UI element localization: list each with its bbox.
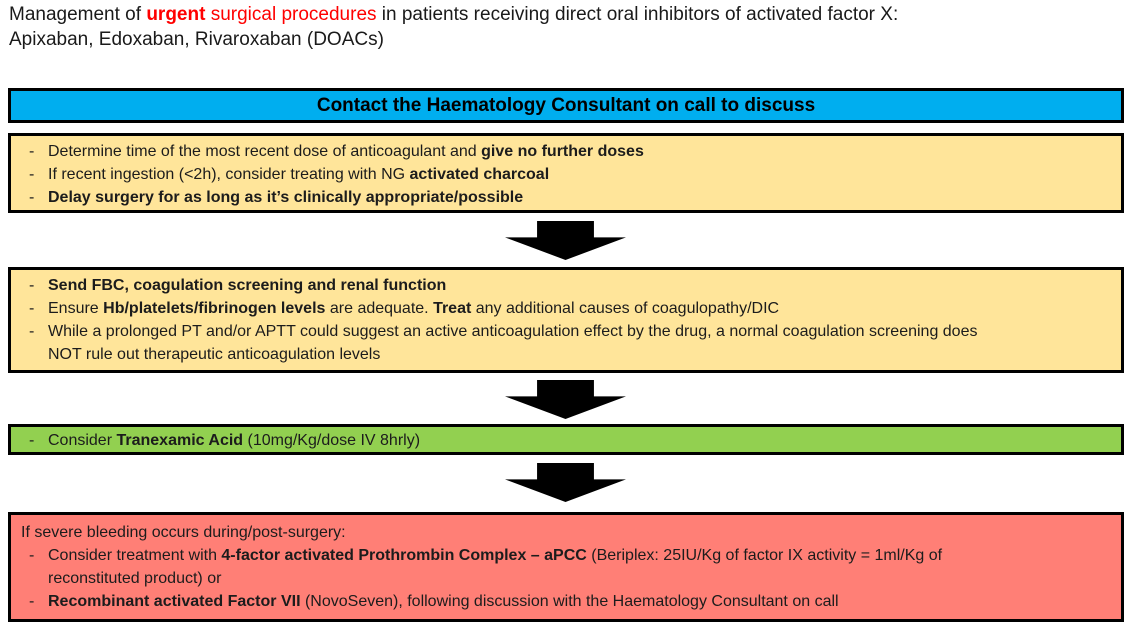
bullet-dash: - xyxy=(29,300,35,317)
list-item-text: Send FBC, coagulation screening and rena… xyxy=(48,277,447,294)
list-item-text: If recent ingestion (<2h), consider trea… xyxy=(48,166,550,183)
list-item: - Consider Tranexamic Acid (10mg/Kg/dose… xyxy=(19,429,1113,452)
list-item-text: Consider Tranexamic Acid (10mg/Kg/dose I… xyxy=(48,432,421,449)
list-item-text: While a prolonged PT and/or APTT could s… xyxy=(48,323,978,363)
page-title-line-1: Management of urgent surgical procedures… xyxy=(9,4,899,25)
list-item-text: Consider treatment with 4-factor activat… xyxy=(48,547,943,587)
list-item-text: Ensure Hb/platelets/fibrinogen levels ar… xyxy=(48,300,780,317)
list-item: - If recent ingestion (<2h), consider tr… xyxy=(19,163,1113,186)
down-arrow-icon xyxy=(505,380,626,419)
contact-haematology-banner: Contact the Haematology Consultant on ca… xyxy=(8,88,1124,123)
bullet-dash: - xyxy=(29,143,35,160)
bullet-dash: - xyxy=(29,277,35,294)
page-title: Management of urgent surgical procedures… xyxy=(9,2,1125,52)
severe-bleeding-box: If severe bleeding occurs during/post-su… xyxy=(8,512,1124,622)
severe-bleeding-header: If severe bleeding occurs during/post-su… xyxy=(21,524,346,541)
bullet-dash: - xyxy=(29,593,35,610)
banner-label: Contact the Haematology Consultant on ca… xyxy=(316,94,816,116)
bullet-dash: - xyxy=(29,323,35,340)
bullet-dash: - xyxy=(29,166,35,183)
list-item: - Determine time of the most recent dose… xyxy=(19,140,1113,163)
down-arrow-icon xyxy=(505,221,626,260)
list-item: - Ensure Hb/platelets/fibrinogen levels … xyxy=(19,297,1113,320)
list-item: - Send FBC, coagulation screening and re… xyxy=(19,274,1113,297)
down-arrow-icon xyxy=(505,463,626,502)
pre-op-actions-box: - Determine time of the most recent dose… xyxy=(8,133,1124,213)
list-item: - Consider treatment with 4-factor activ… xyxy=(19,544,1113,590)
bullet-dash: - xyxy=(29,547,35,564)
list-item-text: Determine time of the most recent dose o… xyxy=(48,143,644,160)
list-item: - Delay surgery for as long as it’s clin… xyxy=(19,186,1113,209)
tranexamic-acid-box: - Consider Tranexamic Acid (10mg/Kg/dose… xyxy=(8,424,1124,455)
list-item: - While a prolonged PT and/or APTT could… xyxy=(19,320,1113,366)
bullet-dash: - xyxy=(29,432,35,449)
list-item: - Recombinant activated Factor VII (Novo… xyxy=(19,590,1113,613)
list-item-text: Recombinant activated Factor VII (NovoSe… xyxy=(48,593,839,610)
coagulation-screening-box: - Send FBC, coagulation screening and re… xyxy=(8,267,1124,373)
page-title-line-2: Apixaban, Edoxaban, Rivaroxaban (DOACs) xyxy=(9,29,384,50)
list-item-text: Delay surgery for as long as it’s clinic… xyxy=(48,189,524,206)
bullet-dash: - xyxy=(29,189,35,206)
